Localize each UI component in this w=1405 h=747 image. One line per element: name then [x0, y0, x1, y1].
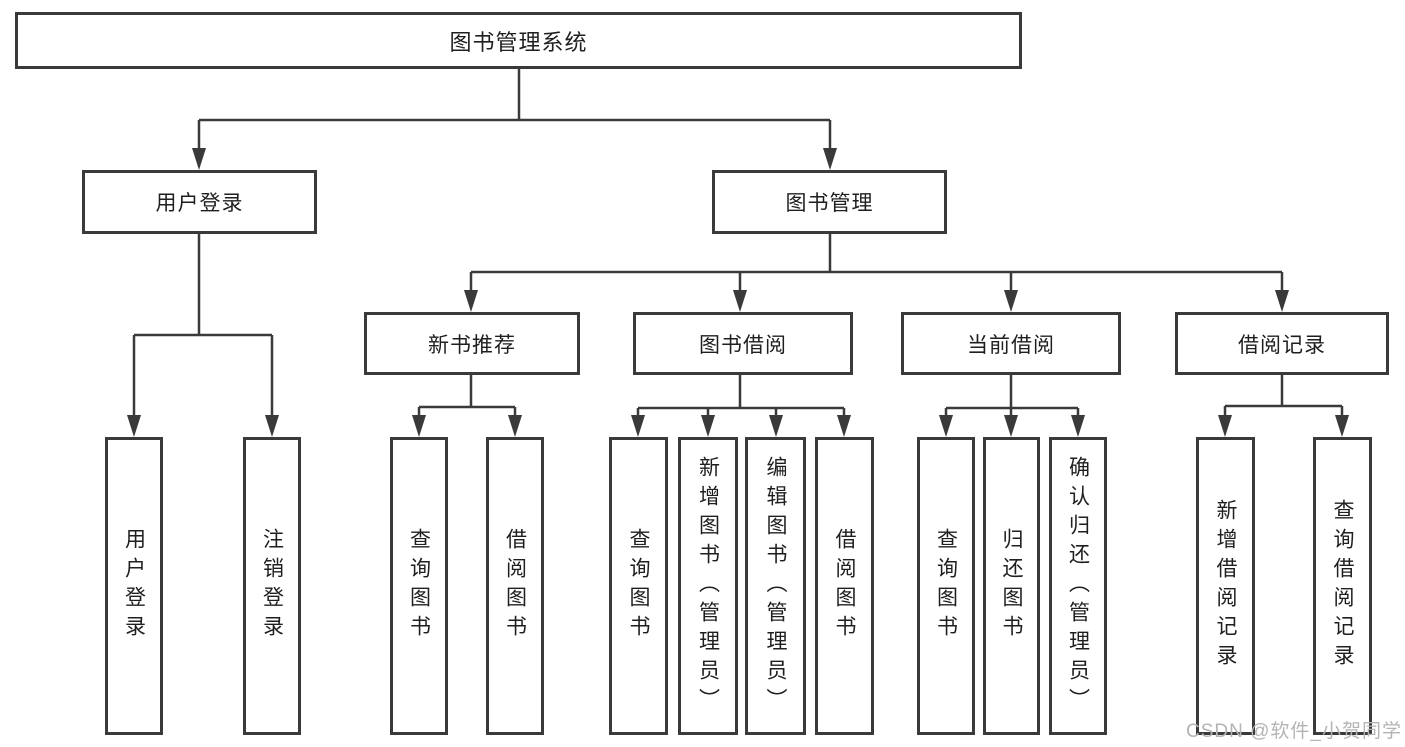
connector-new-book-children	[412, 375, 522, 437]
leaf-label: 新增借阅记录	[1214, 499, 1237, 673]
leaf-borrow-add-books-admin: 新增图书（管理员）	[678, 437, 738, 735]
leaf-borrow-query-books: 查询图书	[609, 437, 668, 735]
arrowhead	[412, 415, 426, 437]
arrowhead	[1004, 415, 1018, 437]
arrowhead	[508, 415, 522, 437]
leaf-current-confirm-return-admin: 确认归还（管理员）	[1049, 437, 1107, 735]
node-new-book-recommend: 新书推荐	[364, 312, 580, 375]
node-label: 图书管理系统	[449, 29, 588, 55]
leaf-label: 确认归还（管理员）	[1066, 455, 1090, 717]
node-library-management-system: 图书管理系统	[15, 12, 1022, 69]
leaf-label: 注销登录	[260, 528, 284, 644]
leaf-label: 归还图书	[1000, 528, 1023, 644]
node-borrow-records: 借阅记录	[1175, 312, 1389, 375]
leaf-borrow-borrow-books: 借阅图书	[815, 437, 874, 735]
arrowhead	[837, 415, 851, 437]
node-label: 图书管理	[785, 192, 874, 215]
arrowhead	[1218, 415, 1232, 437]
node-label: 用户登录	[155, 192, 244, 215]
connector-borrow-record-children	[1218, 375, 1349, 437]
arrowhead	[265, 415, 279, 437]
arrowhead	[701, 415, 715, 437]
leaf-label: 查询图书	[934, 528, 958, 644]
node-current-borrow: 当前借阅	[901, 312, 1121, 375]
node-label: 借阅记录	[1238, 333, 1326, 357]
leaf-label: 新增图书（管理员）	[696, 455, 720, 717]
leaf-label: 查询图书	[407, 528, 431, 644]
leaf-label: 借阅图书	[503, 528, 527, 644]
leaf-newbook-borrow-books: 借阅图书	[486, 437, 544, 735]
leaf-label: 查询图书	[627, 528, 650, 644]
node-label: 图书借阅	[699, 333, 787, 357]
connector-root-to-level2	[192, 68, 837, 170]
connector-user-login-children	[127, 234, 279, 437]
leaf-label: 借阅图书	[833, 528, 856, 644]
arrowhead	[1071, 415, 1085, 437]
arrowhead	[192, 148, 206, 170]
leaf-records-query-record: 查询借阅记录	[1313, 437, 1372, 735]
arrowhead	[464, 290, 478, 312]
node-user-login: 用户登录	[82, 170, 317, 234]
leaf-newbook-query-books: 查询图书	[390, 437, 448, 735]
arrowhead	[1275, 290, 1289, 312]
node-label: 当前借阅	[967, 333, 1055, 357]
node-book-borrow: 图书借阅	[633, 312, 853, 375]
arrowhead	[631, 415, 645, 437]
leaf-label: 用户登录	[122, 528, 146, 644]
arrowhead	[127, 415, 141, 437]
leaf-user-login: 用户登录	[105, 437, 163, 735]
arrowhead	[1004, 290, 1018, 312]
leaf-current-query-books: 查询图书	[917, 437, 975, 735]
connector-current-borrow-children	[939, 375, 1085, 437]
csdn-watermark: CSDN @软件_小贺同学	[1186, 721, 1402, 742]
leaf-label: 查询借阅记录	[1331, 499, 1354, 673]
leaf-records-add-record: 新增借阅记录	[1196, 437, 1255, 735]
leaf-borrow-edit-books-admin: 编辑图书（管理员）	[745, 437, 806, 735]
leaf-label: 编辑图书（管理员）	[764, 455, 787, 717]
node-book-management: 图书管理	[712, 170, 947, 234]
arrowhead	[939, 415, 953, 437]
connector-book-borrow-children	[631, 375, 851, 437]
arrowhead	[823, 148, 837, 170]
leaf-current-return-books: 归还图书	[983, 437, 1040, 735]
arrowhead	[769, 415, 783, 437]
arrowhead	[1335, 415, 1349, 437]
connector-book-mgmt-to-level3	[464, 234, 1289, 312]
node-label: 新书推荐	[428, 333, 516, 357]
leaf-logout: 注销登录	[243, 437, 301, 735]
arrowhead	[733, 290, 747, 312]
